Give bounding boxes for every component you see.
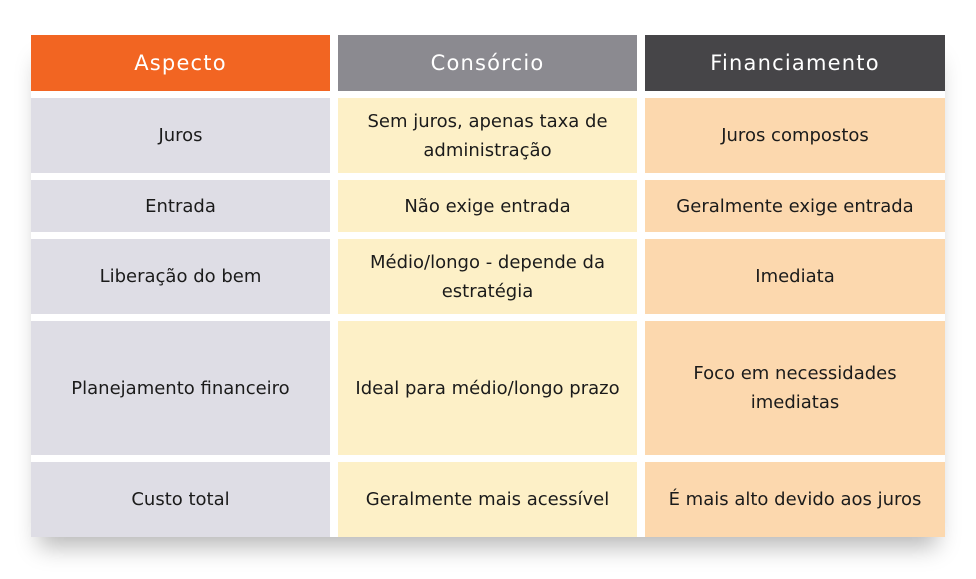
comparison-grid: Aspecto Consórcio Financiamento Juros Se… [31, 35, 945, 537]
row-planejamento-consorcio: Ideal para médio/longo prazo [338, 321, 637, 455]
row-liberacao-aspect: Liberação do bem [31, 239, 330, 314]
row-custo-financiamento: É mais alto devido aos juros [645, 462, 945, 537]
row-entrada-aspect: Entrada [31, 180, 330, 232]
row-custo-consorcio: Geralmente mais acessível [338, 462, 637, 537]
header-financiamento: Financiamento [645, 35, 945, 91]
row-liberacao-consorcio: Médio/longo - depende da estratégia [338, 239, 637, 314]
row-custo-aspect: Custo total [31, 462, 330, 537]
row-juros-aspect: Juros [31, 98, 330, 173]
comparison-table: Aspecto Consórcio Financiamento Juros Se… [31, 35, 945, 537]
row-entrada-consorcio: Não exige entrada [338, 180, 637, 232]
row-planejamento-aspect: Planejamento financeiro [31, 321, 330, 455]
row-juros-consorcio: Sem juros, apenas taxa de administração [338, 98, 637, 173]
header-consorcio: Consórcio [338, 35, 637, 91]
header-aspecto: Aspecto [31, 35, 330, 91]
row-planejamento-financiamento: Foco em necessidades imediatas [645, 321, 945, 455]
row-juros-financiamento: Juros compostos [645, 98, 945, 173]
row-liberacao-financiamento: Imediata [645, 239, 945, 314]
row-entrada-financiamento: Geralmente exige entrada [645, 180, 945, 232]
